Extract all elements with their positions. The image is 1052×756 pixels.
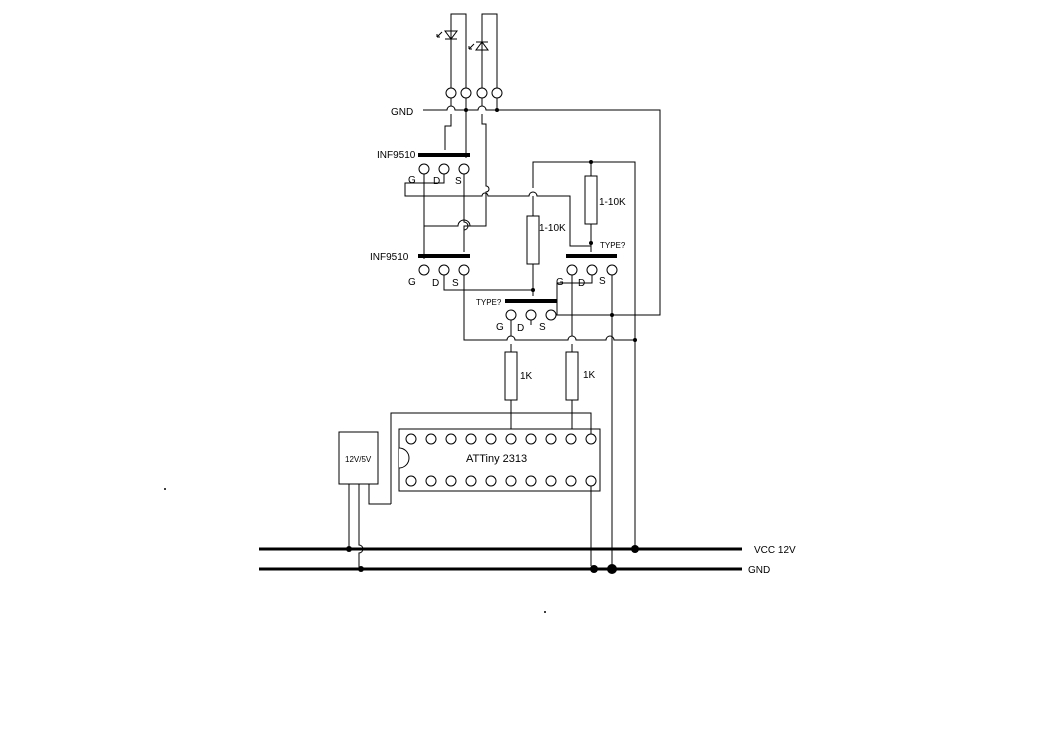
rail-gnd-label: GND bbox=[748, 565, 770, 576]
mosfet-p2-label: INF9510 bbox=[370, 252, 409, 263]
resistor-gate-right-label: 1K bbox=[583, 370, 596, 381]
led-right bbox=[468, 13, 498, 88]
resistor-pullup-right-label: 1-10K bbox=[599, 197, 626, 208]
mosfet-p1-pin-g: G bbox=[408, 175, 416, 186]
mosfet-n-left-pin-d: D bbox=[517, 323, 524, 334]
mosfet-p2-pin-g: G bbox=[408, 277, 416, 288]
mosfet-n-left: TYPE? G D S bbox=[476, 298, 557, 334]
rail-vcc: VCC 12V bbox=[259, 545, 796, 556]
connector-top bbox=[445, 87, 503, 99]
mcu-pins-bottom bbox=[405, 475, 597, 487]
mosfet-n-right-pin-s: S bbox=[599, 276, 606, 287]
mcu-label: ATTiny 2313 bbox=[466, 453, 527, 465]
regulator-12v-5v: 12V/5V bbox=[338, 431, 379, 485]
mosfet-p1-pin-d: D bbox=[433, 176, 440, 187]
led-left bbox=[436, 13, 467, 88]
resistor-gate-left-label: 1K bbox=[520, 371, 533, 382]
resistor-pullup-right: 1-10K bbox=[532, 160, 636, 340]
resistor-pullup-mid: 1-10K bbox=[526, 196, 566, 290]
resistor-gate-right: 1K bbox=[565, 351, 596, 434]
resistor-pullup-mid-label: 1-10K bbox=[539, 223, 566, 234]
mcu-attiny2313: ATTiny 2313 bbox=[398, 428, 601, 492]
rail-gnd: GND bbox=[259, 564, 770, 576]
rail-vcc-label: VCC 12V bbox=[754, 545, 796, 556]
mosfet-p2: INF9510 G D S bbox=[370, 252, 470, 289]
mosfet-n-right-label: TYPE? bbox=[600, 241, 626, 250]
mosfet-p2-pin-s: S bbox=[452, 278, 459, 289]
mcu-pins-top bbox=[405, 433, 597, 445]
mosfet-p1-label: INF9510 bbox=[377, 150, 416, 161]
regulator-label: 12V/5V bbox=[345, 455, 372, 464]
mosfet-p1-pin-s: S bbox=[455, 176, 462, 187]
mosfet-n-left-pin-g: G bbox=[496, 322, 504, 333]
resistor-gate-left: 1K bbox=[504, 351, 533, 434]
mosfet-n-left-pin-s: S bbox=[539, 322, 546, 333]
mosfet-n-left-label: TYPE? bbox=[476, 298, 502, 307]
mosfet-p2-pin-d: D bbox=[432, 278, 439, 289]
gnd-top-label: GND bbox=[391, 107, 413, 118]
